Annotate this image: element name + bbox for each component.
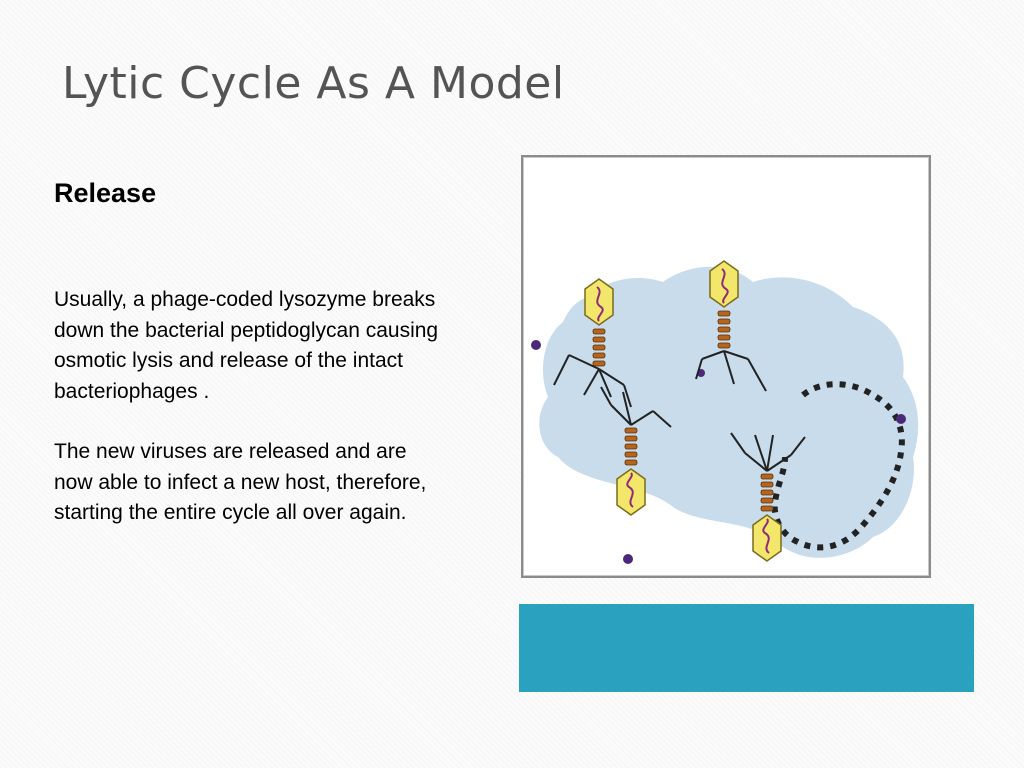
phage-1 — [553, 278, 632, 408]
slide-title: Lytic Cycle As A Model — [62, 58, 565, 109]
phage-2 — [695, 260, 767, 392]
paragraph-reinfection: The new viruses are released and are now… — [54, 440, 427, 524]
accent-band — [519, 604, 974, 692]
section-heading: Release — [54, 178, 157, 208]
phage-release-figure — [521, 155, 931, 578]
cell-wall-ring — [771, 381, 905, 551]
bacteriophage-release-illustration-icon — [531, 260, 919, 564]
phage-3 — [600, 386, 672, 516]
paragraph-lysis: Usually, a phage-coded lysozyme breaks d… — [54, 288, 439, 403]
body-text: Release Usually, a phage-coded lysozyme … — [54, 178, 454, 559]
phage-4 — [730, 432, 806, 562]
